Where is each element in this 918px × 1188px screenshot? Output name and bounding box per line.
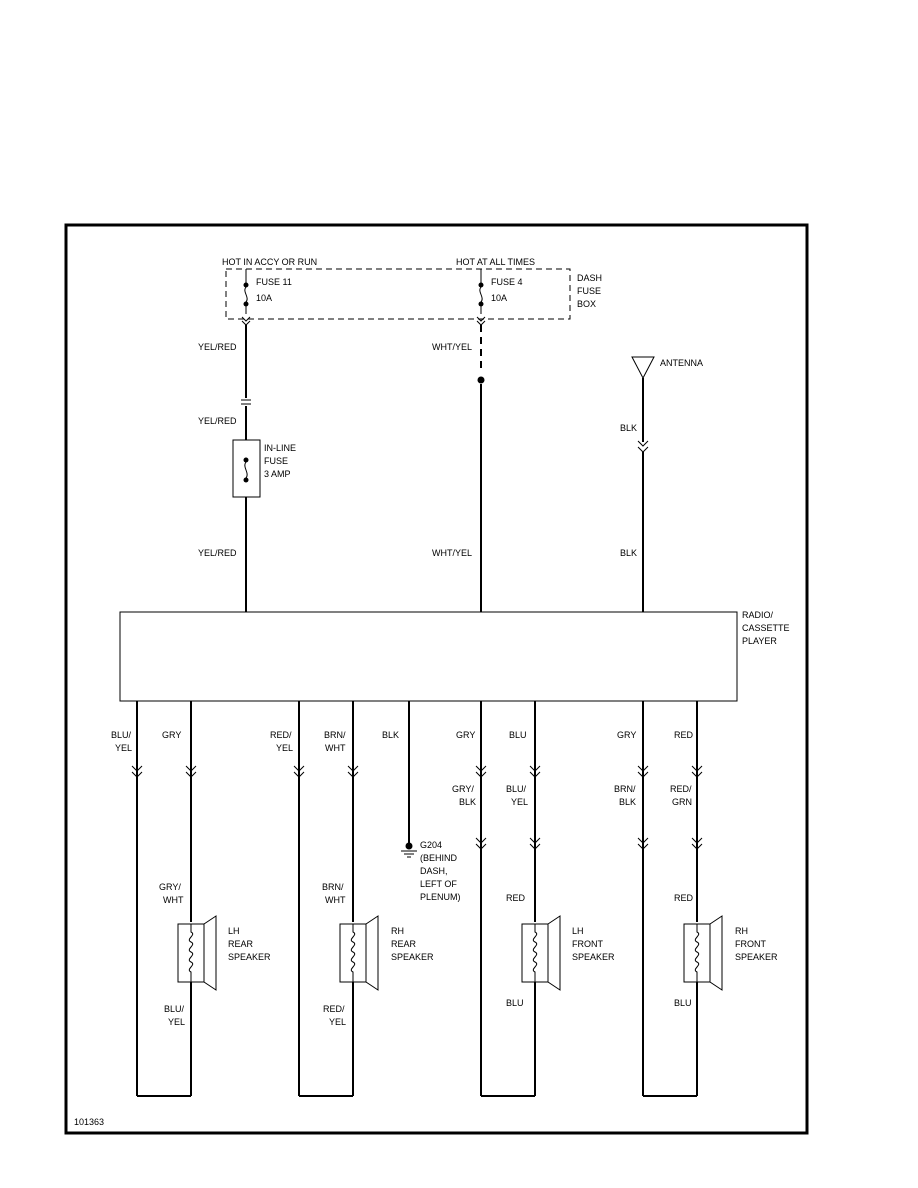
antenna-label: ANTENNA (660, 358, 703, 368)
radio-label-3: PLAYER (742, 636, 777, 646)
dash-fuse-box-label-2: FUSE (577, 286, 601, 296)
wht-yel-circuit: WHT/YEL WHT/YEL (432, 325, 485, 612)
fuse4-rating: 10A (491, 293, 507, 303)
speaker-label-lh-front-2: FRONT (572, 939, 603, 949)
wire-label-gry-blk-1: GRY/ (452, 784, 474, 794)
wire-label-brn-wht-spk-2: WHT (325, 895, 346, 905)
hot-accy-run-label: HOT IN ACCY OR RUN (222, 257, 317, 267)
wire-label-blu-yel-spk-2: YEL (168, 1017, 185, 1027)
wire-label-blu-lh-front: BLU (509, 730, 527, 740)
wire-label-blu-yel-front-1: BLU/ (506, 784, 527, 794)
speaker-wires (136, 701, 698, 1097)
inline-fuse-label-1: IN-LINE (264, 443, 296, 453)
wire-label-red-grn-2: GRN (672, 797, 692, 807)
ground-label-2: (BEHIND (420, 853, 458, 863)
antenna-icon (631, 356, 655, 380)
wire-label-blu-yel-top-2: YEL (115, 743, 132, 753)
figure-id: 101363 (74, 1117, 104, 1127)
speaker-label-lh-rear-1: LH (228, 926, 240, 936)
wire-label-brn-wht-top-1: BRN/ (324, 730, 346, 740)
speaker-label-rh-front-2: FRONT (735, 939, 766, 949)
wire-label-gry-wht-2: WHT (163, 895, 184, 905)
speaker-label-rh-front-3: SPEAKER (735, 952, 778, 962)
connectors (131, 765, 703, 850)
wire-label-gry-blk-2: BLK (459, 797, 476, 807)
radio-cassette-player (119, 611, 738, 702)
wire-label-wht-yel-2: WHT/YEL (432, 548, 472, 558)
ground-label-5: PLENUM) (420, 892, 461, 902)
wire-label-red-rh-front: RED (674, 730, 694, 740)
wire-label-brn-wht-spk-1: BRN/ (322, 882, 344, 892)
wire-label-brn-blk-1: BRN/ (614, 784, 636, 794)
hot-all-times-label: HOT AT ALL TIMES (456, 257, 535, 267)
wire-label-wht-yel-1: WHT/YEL (432, 342, 472, 352)
ground-label-4: LEFT OF (420, 879, 457, 889)
wire-labels-bottom: BLU/ YEL GRY RED/ YEL BRN/ WHT BLK GRY B… (111, 730, 694, 1027)
ground-label-3: DASH, (420, 866, 448, 876)
yel-red-circuit: YEL/RED YEL/RED YEL/RED IN-LINE FUSE 3 A… (198, 325, 296, 612)
speaker-label-rh-front-1: RH (735, 926, 748, 936)
wire-label-gry-lh-front: GRY (456, 730, 475, 740)
wire-label-red-rh-front-spk: RED (674, 893, 694, 903)
lh-rear-speaker: LH REAR SPEAKER (177, 915, 271, 991)
speaker-label-rh-rear-2: REAR (391, 939, 417, 949)
wire-label-gry-wht-1: GRY/ (159, 882, 181, 892)
inline-fuse-label-2: FUSE (264, 456, 288, 466)
wire-label-yel-red-2: YEL/RED (198, 416, 237, 426)
wire-label-gry-rh-front: GRY (617, 730, 636, 740)
speaker-label-lh-front-1: LH (572, 926, 584, 936)
speaker-label-lh-rear-2: REAR (228, 939, 254, 949)
wire-label-blu-yel-top-1: BLU/ (111, 730, 132, 740)
wire-label-red-lh-front-spk: RED (506, 893, 526, 903)
antenna-circuit: ANTENNA BLK BLK (620, 356, 703, 612)
wire-label-brn-wht-top-2: WHT (325, 743, 346, 753)
rh-front-speaker: RH FRONT SPEAKER (683, 915, 778, 991)
wire-label-blk-ground: BLK (382, 730, 399, 740)
wire-label-yel-red-1: YEL/RED (198, 342, 237, 352)
wire-label-blk-antenna-2: BLK (620, 548, 637, 558)
speaker-label-lh-rear-3: SPEAKER (228, 952, 271, 962)
wire-label-red-yel-top-1: RED/ (270, 730, 292, 740)
speaker-label-lh-front-3: SPEAKER (572, 952, 615, 962)
fuse-4 (476, 269, 486, 326)
lh-front-speaker: LH FRONT SPEAKER (521, 915, 615, 991)
wire-label-yel-red-3: YEL/RED (198, 548, 237, 558)
wire-label-red-yel-top-2: YEL (276, 743, 293, 753)
fuse4-label: FUSE 4 (491, 277, 523, 287)
ground-label-1: G204 (420, 840, 442, 850)
wire-label-blk-antenna-1: BLK (620, 423, 637, 433)
wire-label-blu-yel-spk-1: BLU/ (164, 1004, 185, 1014)
fuse-11 (241, 269, 251, 326)
ground-g204: G204 (BEHIND DASH, LEFT OF PLENUM) (401, 840, 461, 902)
ground-icon (405, 842, 413, 850)
wire-label-blu-yel-front-2: YEL (511, 797, 528, 807)
speaker-label-rh-rear-1: RH (391, 926, 404, 936)
inline-fuse-label-3: 3 AMP (264, 469, 291, 479)
wire-label-red-grn-1: RED/ (670, 784, 692, 794)
wire-label-red-yel-spk-2: YEL (329, 1017, 346, 1027)
wire-label-brn-blk-2: BLK (619, 797, 636, 807)
wire-label-red-yel-spk-1: RED/ (323, 1004, 345, 1014)
fuse11-rating: 10A (256, 293, 272, 303)
dash-fuse-box: HOT IN ACCY OR RUN HOT AT ALL TIMES FUSE… (222, 257, 602, 320)
fuse11-label: FUSE 11 (256, 277, 292, 287)
diagram-frame (64, 223, 809, 1135)
speaker-label-rh-rear-3: SPEAKER (391, 952, 434, 962)
dash-fuse-box-label-3: BOX (577, 299, 596, 309)
wire-label-blu-rh-front-spk: BLU (674, 998, 692, 1008)
wire-label-blu-lh-front-spk: BLU (506, 998, 524, 1008)
radio-label-1: RADIO/ (742, 610, 774, 620)
dash-fuse-box-label-1: DASH (577, 273, 602, 283)
wire-label-gry-lh-rear: GRY (162, 730, 181, 740)
radio-label-2: CASSETTE (742, 623, 790, 633)
rh-rear-speaker: RH REAR SPEAKER (339, 915, 434, 991)
